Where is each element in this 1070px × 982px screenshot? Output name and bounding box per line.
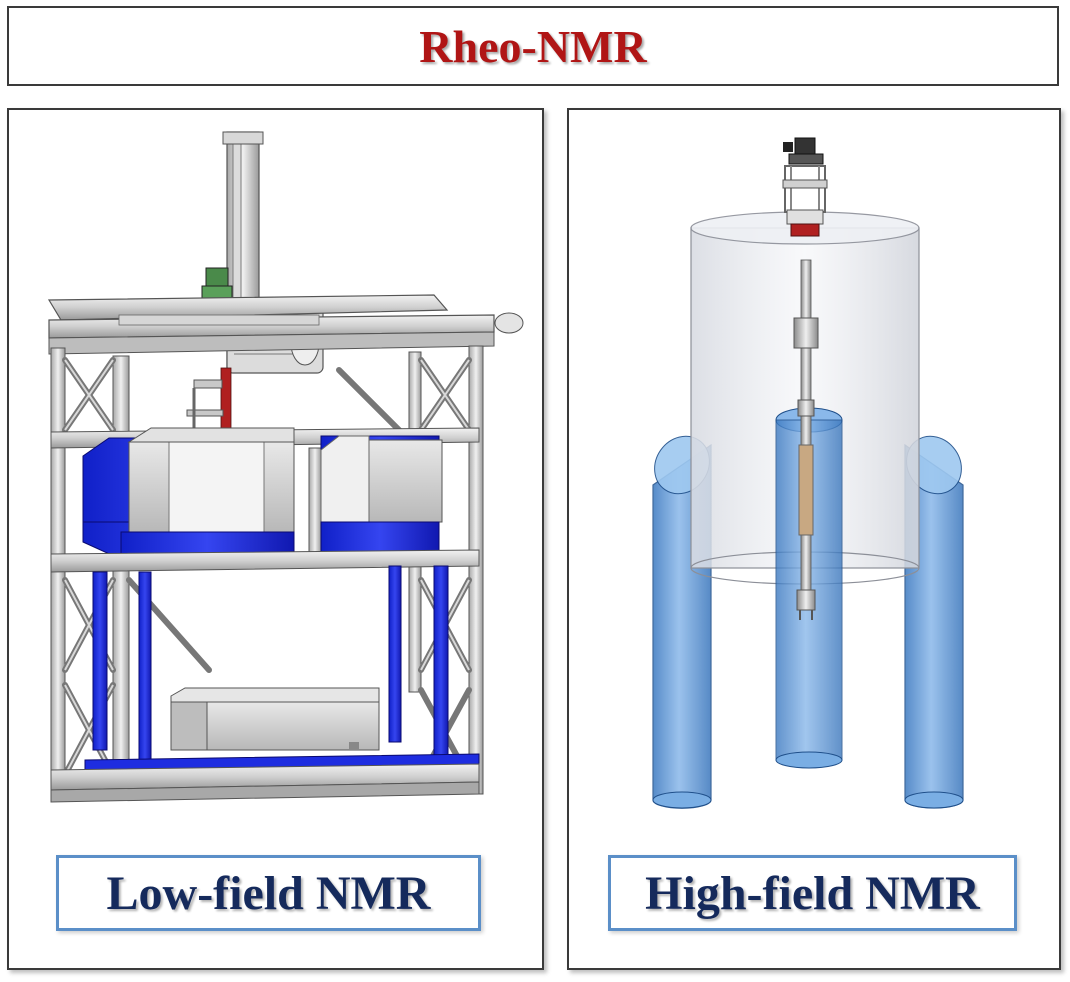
- low-field-label: Low-field NMR: [106, 866, 431, 920]
- high-field-nmr-drawing: [652, 137, 964, 809]
- middle-shelf: [50, 549, 480, 573]
- low-field-label-box: Low-field NMR: [56, 855, 481, 931]
- left-magnet: [82, 427, 295, 563]
- high-field-panel: High-field NMR: [567, 108, 1061, 970]
- rheometer-shaft: [793, 259, 819, 620]
- console-box: [170, 687, 380, 751]
- right-magnet: [320, 435, 443, 553]
- page-title: Rheo-NMR: [419, 20, 647, 72]
- right-tube: [904, 435, 964, 809]
- title-banner: Rheo-NMR: [7, 6, 1059, 86]
- bottom-base: [50, 753, 480, 803]
- blue-supports: [92, 565, 449, 763]
- top-frame: [47, 294, 524, 355]
- high-field-label: High-field NMR: [645, 866, 980, 920]
- rheometer-head: [782, 137, 828, 237]
- low-field-nmr-drawing: [47, 131, 524, 803]
- low-field-panel: Low-field NMR: [7, 108, 544, 970]
- high-field-label-box: High-field NMR: [608, 855, 1017, 931]
